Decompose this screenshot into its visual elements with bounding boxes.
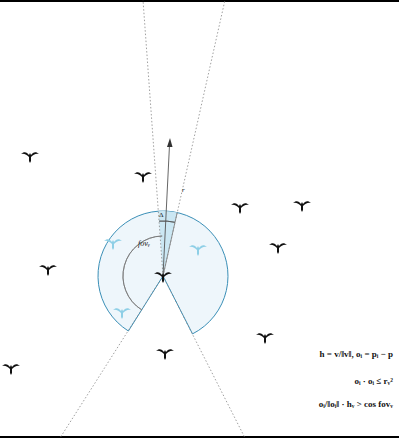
heading-arrow <box>163 145 170 276</box>
bird-icon <box>256 333 274 344</box>
guide-line <box>163 276 245 438</box>
vision-field <box>2 0 311 438</box>
top-border <box>0 0 399 2</box>
delta-arc <box>159 221 175 222</box>
formula: oᵢ/‖oᵢ‖ · hᵥ > cos fovᵥ <box>319 400 393 410</box>
bottom-border <box>0 436 399 438</box>
bird-icon <box>293 201 311 212</box>
bird-icon <box>134 172 152 183</box>
bird-icon <box>231 203 249 214</box>
bird-icon <box>154 272 172 283</box>
guide-line <box>163 0 225 276</box>
angle-label: r <box>182 187 185 195</box>
bird-icon <box>269 243 287 254</box>
delta-sector <box>158 211 177 276</box>
bird-icon <box>189 245 207 256</box>
angle-label: fovᵥ <box>138 240 150 249</box>
bird-icon <box>2 364 20 375</box>
bird-icon <box>156 349 174 360</box>
formula: h = v/‖v‖, oᵢ = pᵢ − p <box>320 350 393 360</box>
guide-line <box>143 0 163 276</box>
bird-icon <box>113 308 131 319</box>
bird-icon <box>21 152 39 163</box>
guide-line <box>60 276 163 438</box>
angle-label: Δ <box>159 212 164 220</box>
bird-icon <box>104 239 122 250</box>
bird-icon <box>39 265 57 276</box>
arrow-head <box>167 138 173 147</box>
formula: oᵢ · oᵢ ≤ rᵥ² <box>354 377 393 387</box>
